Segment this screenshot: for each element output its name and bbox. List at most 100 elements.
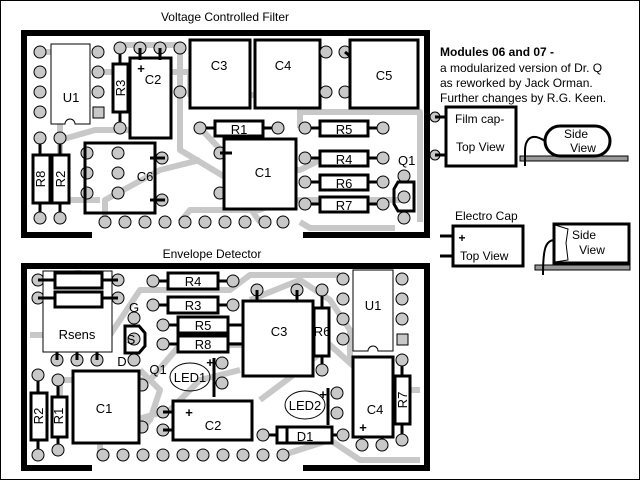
legend-film-cap: Film cap- Top View Side View bbox=[429, 105, 629, 168]
env-c3-label: C3 bbox=[271, 324, 288, 339]
r2-label: R2 bbox=[53, 171, 68, 188]
env-c4: + C4 bbox=[351, 355, 395, 452]
env-q1: S G D Q1 bbox=[117, 300, 166, 377]
env-r8: R8 bbox=[156, 334, 243, 354]
q1-label: Q1 bbox=[398, 153, 415, 168]
vcf-c1: C1 bbox=[213, 137, 298, 211]
env-connector-pads bbox=[96, 448, 290, 462]
r3-label: R3 bbox=[113, 80, 128, 97]
vcf-r6: R6 bbox=[298, 173, 390, 192]
r4-label: R4 bbox=[336, 152, 353, 167]
notes-line: Further changes by R.G. Keen. bbox=[440, 91, 606, 105]
vcf-r7: R7 bbox=[298, 195, 390, 214]
c2-label: C2 bbox=[145, 72, 162, 87]
env-r6-label: R6 bbox=[314, 324, 331, 339]
env-u1-label: U1 bbox=[365, 298, 382, 313]
led2-polarity: + bbox=[319, 387, 327, 402]
notes: Modules 06 and 07 - a modularized versio… bbox=[440, 45, 606, 105]
env-r5-label: R5 bbox=[195, 318, 212, 333]
env-r6: R6 bbox=[312, 283, 331, 377]
r8-label: R8 bbox=[33, 171, 48, 188]
env-c1-label: C1 bbox=[96, 401, 113, 416]
env-q1-label: Q1 bbox=[149, 362, 166, 377]
env-r7: R7 bbox=[393, 353, 412, 447]
env-c3: C3 bbox=[241, 283, 315, 378]
env-r7-label: R7 bbox=[395, 392, 410, 409]
electro-view-label: View bbox=[579, 243, 605, 257]
film-view-label: View bbox=[570, 141, 596, 155]
led1-polarity: + bbox=[206, 355, 214, 370]
q1-g-label: G bbox=[129, 300, 139, 315]
vcf-r8: R8 bbox=[31, 131, 52, 225]
c5-label: C5 bbox=[376, 68, 393, 83]
q1-d-label: D bbox=[117, 354, 126, 369]
env-r4-label: R4 bbox=[185, 274, 202, 289]
r5-label: R5 bbox=[336, 122, 353, 137]
c4-polarity: + bbox=[359, 420, 367, 435]
rsens-label: Rsens bbox=[59, 327, 96, 342]
env-u1: U1 bbox=[336, 269, 409, 352]
env-r1: R1 bbox=[50, 373, 69, 457]
d1-label: D1 bbox=[297, 429, 314, 444]
c1-label: C1 bbox=[255, 165, 272, 180]
electro-top-view-label: Top View bbox=[460, 249, 509, 263]
electro-polarity: + bbox=[458, 231, 465, 245]
env-r5: R5 bbox=[156, 315, 243, 335]
q1-s-label: S bbox=[127, 332, 136, 347]
film-top-view-label: Top View bbox=[456, 140, 505, 154]
c4-label: C4 bbox=[275, 58, 292, 73]
env-led2: + LED2 bbox=[284, 386, 344, 425]
vcf-q1: Q1 bbox=[392, 153, 416, 225]
env-c4-label: C4 bbox=[367, 402, 384, 417]
env-r8-label: R8 bbox=[195, 337, 212, 352]
r1-label: R1 bbox=[231, 122, 248, 137]
vcf-c3: C3 bbox=[188, 38, 252, 110]
vcf-r4: R4 bbox=[298, 149, 390, 168]
notes-line: as reworked by Jack Orman. bbox=[440, 76, 593, 90]
env-c1: C1 bbox=[71, 369, 149, 445]
film-side-label: Side bbox=[564, 127, 588, 141]
env-board-outline bbox=[21, 263, 430, 471]
vcf-c5: C5 bbox=[319, 38, 420, 110]
legend-electro-cap: Electro Cap + Top View Side View bbox=[440, 209, 631, 276]
vcf-connector-pads bbox=[98, 215, 290, 229]
vcf-r5: R5 bbox=[298, 119, 390, 138]
electro-side-label: Side bbox=[572, 228, 596, 242]
env-r3: R3 bbox=[146, 295, 240, 315]
vcf-r1: R1 bbox=[193, 119, 285, 138]
film-cap-label: Film cap- bbox=[455, 112, 504, 126]
vcf-r2: R2 bbox=[50, 131, 71, 225]
led2-label: LED2 bbox=[289, 398, 322, 413]
vcf-c6: C6 bbox=[80, 141, 169, 215]
electro-cap-label: Electro Cap bbox=[455, 209, 518, 223]
env-board: Envelope Detector Rsens R bbox=[21, 247, 430, 471]
env-r4: R4 bbox=[146, 271, 240, 291]
vcf-u1: U1 bbox=[33, 43, 105, 125]
env-c2: + C2 bbox=[156, 399, 254, 442]
u1-pads bbox=[33, 45, 105, 119]
vcf-board: Voltage Controlled Filter U1 R3 bbox=[21, 10, 430, 238]
u1-label: U1 bbox=[63, 90, 80, 105]
notes-line: a modularized version of Dr. Q bbox=[440, 61, 602, 75]
vcf-board-outline bbox=[21, 30, 430, 238]
led1-label: LED1 bbox=[174, 370, 207, 385]
c2-polarity: + bbox=[137, 61, 145, 76]
env-c2-label: C2 bbox=[205, 418, 222, 433]
c2-polarity: + bbox=[185, 405, 193, 420]
env-r3-label: R3 bbox=[185, 298, 202, 313]
env-led1: + LED1 bbox=[169, 355, 229, 397]
r7-label: R7 bbox=[336, 198, 353, 213]
env-rsens: Rsens bbox=[31, 270, 125, 367]
r6-label: R6 bbox=[336, 176, 353, 191]
notes-heading: Modules 06 and 07 - bbox=[440, 45, 554, 59]
env-r2-label: R2 bbox=[31, 408, 46, 425]
vcf-c4: C4 bbox=[253, 38, 322, 110]
vcf-c2: + C2 bbox=[128, 41, 187, 140]
env-r2: R2 bbox=[29, 368, 49, 462]
env-r1-label: R1 bbox=[51, 408, 66, 425]
c6-label: C6 bbox=[137, 169, 154, 184]
vcf-title: Voltage Controlled Filter bbox=[161, 10, 289, 24]
env-title: Envelope Detector bbox=[163, 247, 262, 261]
vcf-r3: R3 bbox=[111, 41, 130, 135]
